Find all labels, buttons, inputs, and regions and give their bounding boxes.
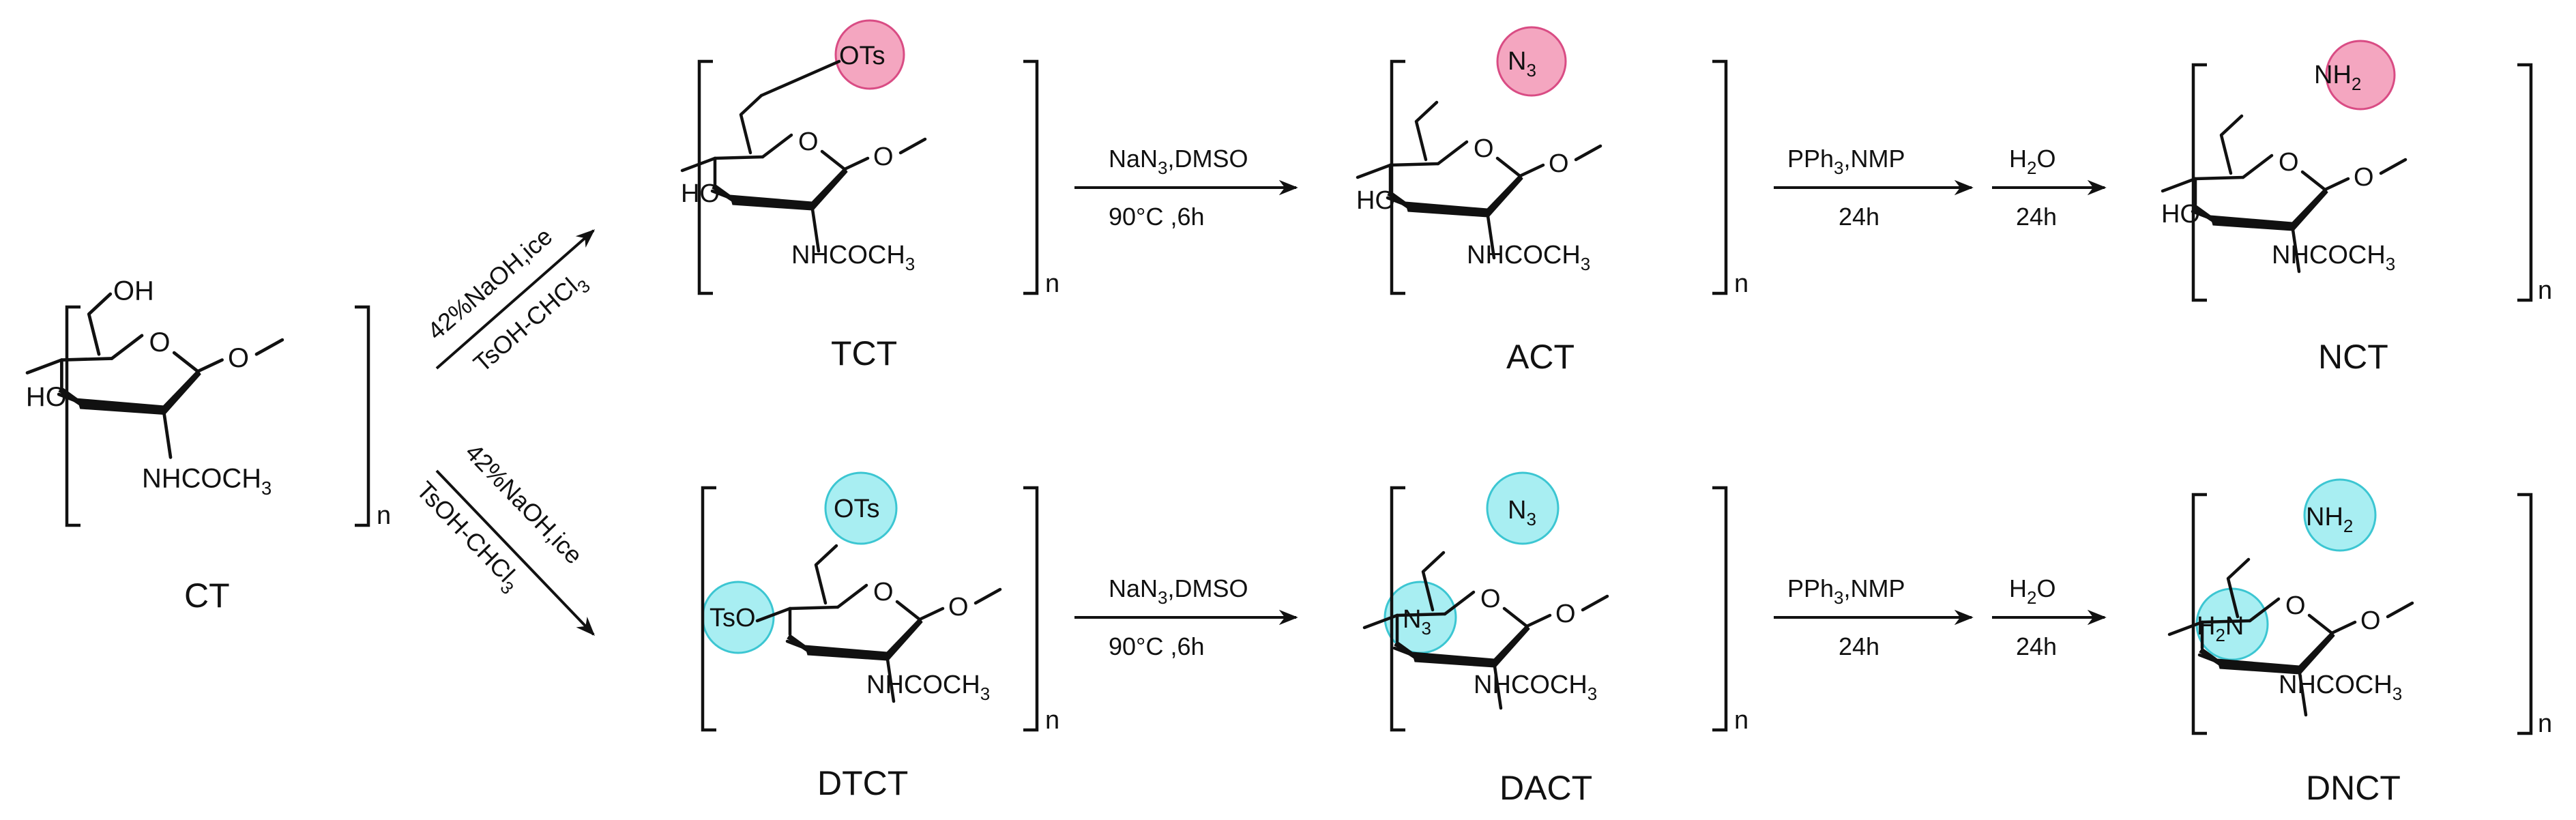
tct-c6-substituent: OTs xyxy=(839,42,886,70)
label-azidation-bottom-above: NaN3,DMSO xyxy=(1109,574,1248,608)
act-nhcoch3: NHCOCH3 xyxy=(1467,241,1590,274)
dnct-c3-substituent: H2N xyxy=(2197,612,2244,645)
ct-right-bracket xyxy=(355,305,370,527)
dnct-left-bracket xyxy=(2191,493,2207,735)
label-hydrolysis-top-below: 24h xyxy=(2016,203,2057,231)
ring-oxygen: O xyxy=(1480,585,1501,613)
label-azidation-bottom-below: 90°C ,6h xyxy=(1109,632,1204,660)
nct-name: NCT xyxy=(2318,338,2388,376)
compound-dnct: O O NH2 H2N NHCOCH3 xyxy=(2169,503,2412,715)
dact-c6-highlight xyxy=(1486,471,1560,545)
dtct-left-bracket xyxy=(701,486,716,732)
arrow-ct-to-dtct xyxy=(435,469,595,636)
act-repeat-n: n xyxy=(1734,269,1748,298)
dtct-nhcoch3: NHCOCH3 xyxy=(866,671,990,704)
dact-c3-substituent: N3 xyxy=(1403,605,1431,639)
ct-nhcoch3: NHCOCH3 xyxy=(142,464,272,499)
compound-ct: O O OH HO NHCOCH3 xyxy=(26,276,282,499)
glycosidic-oxygen: O xyxy=(873,143,894,171)
nct-right-bracket xyxy=(2517,63,2533,302)
ring-oxygen: O xyxy=(798,128,819,156)
glycosidic-oxygen: O xyxy=(948,593,969,621)
nct-repeat-n: n xyxy=(2538,276,2552,305)
dtct-name: DTCT xyxy=(817,764,908,802)
dact-left-bracket xyxy=(1390,486,1405,732)
glycosidic-oxygen: O xyxy=(2360,606,2381,635)
dtct-right-bracket xyxy=(1023,486,1039,732)
arrow-ct-to-tct xyxy=(435,229,596,370)
label-azidation-top-below: 90°C ,6h xyxy=(1109,203,1204,231)
label-hydrolysis-top-above: H2O xyxy=(2009,145,2055,178)
dnct-name: DNCT xyxy=(2306,769,2401,807)
ring-oxygen: O xyxy=(2285,591,2306,620)
nct-left-bracket xyxy=(2191,63,2207,302)
dtct-repeat-n: n xyxy=(1045,706,1059,735)
dact-repeat-n: n xyxy=(1734,706,1748,735)
tct-name: TCT xyxy=(831,334,897,372)
tct-left-bracket xyxy=(697,59,713,295)
ct-left-bracket xyxy=(65,305,80,527)
label-tosylation-upper: 42%NaOH,ice TsOH-CHCl3 xyxy=(422,222,594,377)
label-tosylation-lower: 42%NaOH,ice TsOH-CHCl3 xyxy=(411,438,589,598)
nct-nhcoch3: NHCOCH3 xyxy=(2272,241,2395,274)
act-name: ACT xyxy=(1506,338,1575,376)
tct-nhcoch3: NHCOCH3 xyxy=(791,241,915,274)
dnct-c6-highlight xyxy=(2303,478,2377,552)
dnct-c6-substituent: NH2 xyxy=(2306,503,2353,536)
tct-repeat-n: n xyxy=(1045,269,1059,298)
ct-c6-substituent: OH xyxy=(113,276,154,306)
label-staudinger-bottom-above: PPh3,NMP xyxy=(1787,574,1905,608)
ct-repeat-n: n xyxy=(377,501,391,530)
compound-act: O O N3 HO NHCOCH3 xyxy=(1356,47,1600,274)
label-azidation-top-above: NaN3,DMSO xyxy=(1109,145,1248,178)
compound-nct: O O NH2 HO NHCOCH3 xyxy=(2161,61,2405,274)
ring-oxygen: O xyxy=(149,327,170,357)
dnct-right-bracket xyxy=(2517,493,2533,735)
glycosidic-oxygen: O xyxy=(2354,163,2374,192)
dnct-repeat-n: n xyxy=(2538,709,2552,738)
ct-c3-substituent: HO xyxy=(26,382,67,412)
nct-c6-substituent: NH2 xyxy=(2314,61,2361,94)
dtct-c3-substituent: TsO xyxy=(709,604,756,632)
ring-oxygen: O xyxy=(1474,134,1494,163)
compound-dtct: O O OTs TsO NHCOCH3 xyxy=(709,495,1000,704)
compound-dact: O O N3 N3 NHCOCH3 xyxy=(1364,496,1607,708)
glycosidic-oxygen: O xyxy=(1549,149,1569,178)
act-left-bracket xyxy=(1390,59,1405,295)
label-staudinger-bottom-below: 24h xyxy=(1839,632,1879,660)
ct-name: CT xyxy=(184,576,230,615)
ring-oxygen: O xyxy=(2279,148,2299,177)
act-c6-substituent: N3 xyxy=(1508,47,1536,80)
act-right-bracket xyxy=(1712,59,1728,295)
label-hydrolysis-bottom-above: H2O xyxy=(2009,574,2055,608)
tct-right-bracket xyxy=(1023,59,1039,295)
dact-name: DACT xyxy=(1499,769,1592,807)
dact-right-bracket xyxy=(1712,486,1728,732)
glycosidic-oxygen: O xyxy=(228,343,249,373)
dact-c6-substituent: N3 xyxy=(1508,496,1536,529)
glycosidic-oxygen: O xyxy=(1555,600,1576,628)
dtct-c6-highlight xyxy=(824,471,898,545)
dact-nhcoch3: NHCOCH3 xyxy=(1474,671,1597,704)
dtct-c6-substituent: OTs xyxy=(834,495,880,523)
dnct-nhcoch3: NHCOCH3 xyxy=(2279,671,2402,704)
label-staudinger-top-below: 24h xyxy=(1839,203,1879,231)
nct-c6-highlight xyxy=(2325,40,2396,111)
ring-oxygen: O xyxy=(873,578,894,606)
act-c3-substituent: HO xyxy=(1356,186,1395,215)
act-c6-highlight xyxy=(1496,26,1567,97)
tct-c6-highlight xyxy=(834,19,905,90)
label-staudinger-top-above: PPh3,NMP xyxy=(1787,145,1905,178)
label-hydrolysis-bottom-below: 24h xyxy=(2016,632,2057,660)
